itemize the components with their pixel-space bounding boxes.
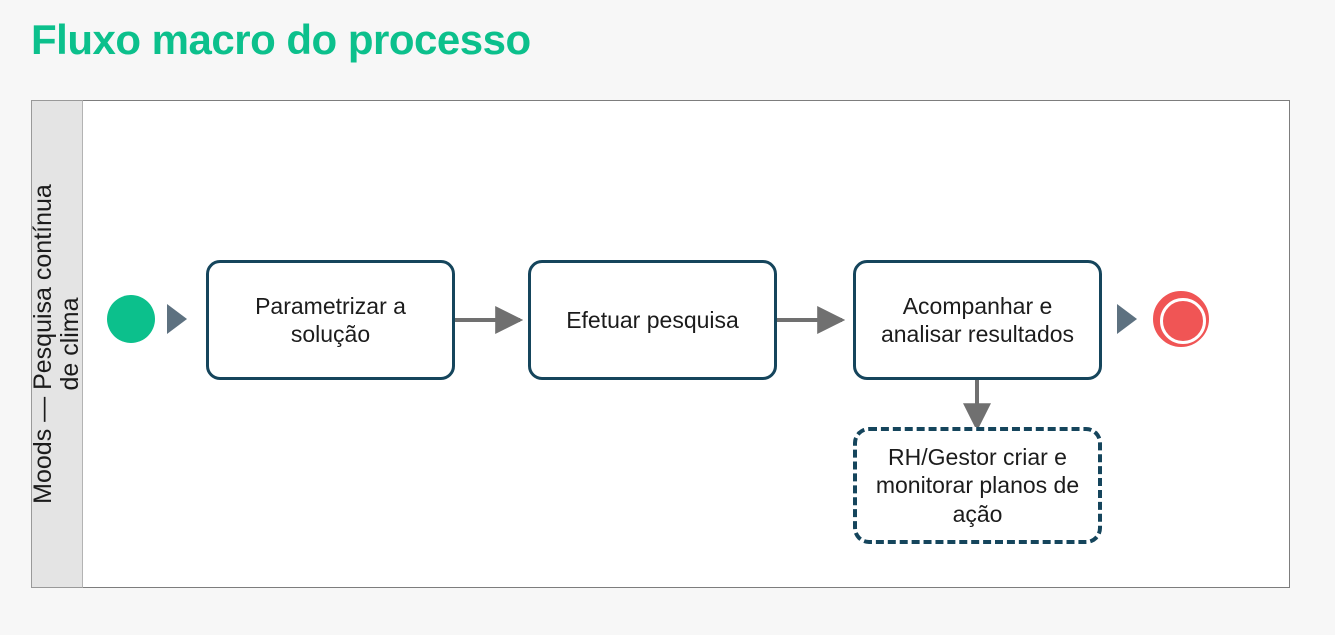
task-efetuar-pesquisa[interactable]: Efetuar pesquisa xyxy=(528,260,777,380)
end-sequence-triangle-icon xyxy=(1117,304,1137,334)
process-pool: Moods — Pesquisa contínua de clima Param… xyxy=(31,100,1290,588)
start-sequence-triangle-icon xyxy=(167,304,187,334)
lane-body: Parametrizar a solução Efetuar pesquisa … xyxy=(83,100,1290,588)
task-parametrizar-a-solucao[interactable]: Parametrizar a solução xyxy=(206,260,455,380)
lane-header-label: Moods — Pesquisa contínua de clima xyxy=(31,184,83,504)
connector-layer xyxy=(455,306,991,432)
lane-header: Moods — Pesquisa contínua de clima xyxy=(31,100,83,588)
task-rh-gestor-criar-e-monitorar-planos-de-acao[interactable]: RH/Gestor criar e monitorar planos de aç… xyxy=(853,427,1102,544)
lane-label-line-1: Moods — Pesquisa contínua xyxy=(31,184,57,504)
task-acompanhar-e-analisar-resultados[interactable]: Acompanhar e analisar resultados xyxy=(853,260,1102,380)
end-event[interactable] xyxy=(1153,291,1209,347)
start-event[interactable] xyxy=(107,295,155,343)
lane-label-line-2: de clima xyxy=(56,297,83,391)
page-title: Fluxo macro do processo xyxy=(31,16,531,63)
